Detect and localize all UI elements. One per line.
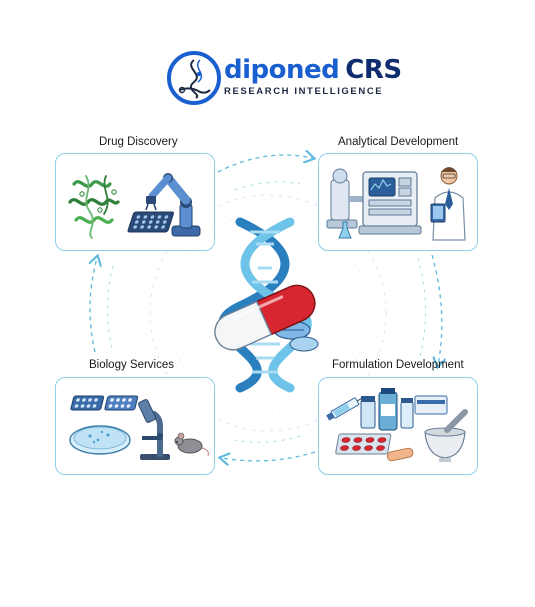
logo-mark-icon (167, 51, 221, 105)
drug-discovery-panel (55, 153, 215, 251)
lab-instrument-scientist-icon (326, 167, 466, 241)
arrow-drug-to-analytical (217, 155, 312, 173)
logo-brand: diponed (224, 55, 340, 85)
arrow-biology-to-drug (90, 258, 97, 353)
analytical-development-title: Analytical Development (338, 136, 459, 148)
arrow-analytical-to-formulation (431, 254, 442, 365)
logo-suffix: CRS (345, 55, 402, 85)
pills-vials-mortar-icon (326, 388, 468, 462)
arrow-formulation-to-biology (222, 451, 316, 461)
formulation-development-title: Formulation Development (332, 359, 464, 371)
protein-robot-arm-icon (68, 173, 201, 239)
logo-tagline: RESEARCH INTELLIGENCE (224, 86, 384, 97)
capsule (214, 284, 316, 351)
biology-services-title: Biology Services (89, 359, 175, 371)
analytical-development-panel (318, 153, 478, 251)
biology-services-panel (55, 377, 215, 475)
drug-discovery-title: Drug Discovery (99, 136, 178, 148)
formulation-development-panel (318, 377, 478, 475)
microscope-petri-mouse-icon (69, 395, 209, 460)
